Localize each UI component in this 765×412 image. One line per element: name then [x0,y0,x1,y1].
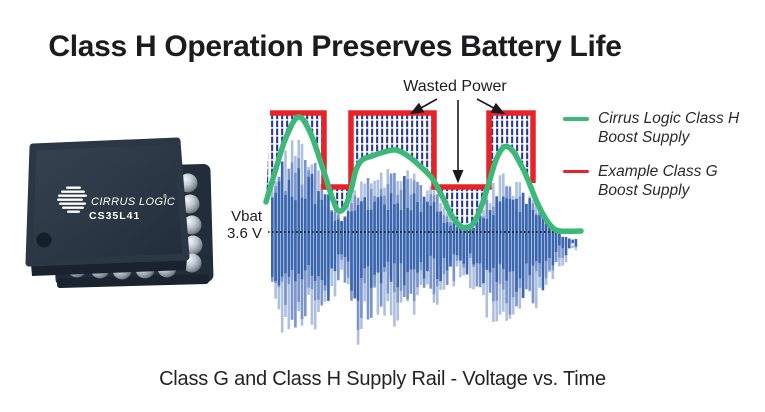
legend-label-class-h: Cirrus Logic Class H Boost Supply [598,110,739,148]
legend-label-class-h-line1: Cirrus Logic Class H [598,110,740,127]
chip-brand-text: CIRRUS LOGIC [91,196,175,208]
audio-waveform-layer-2 [271,161,578,301]
supply-rail-chart [263,98,584,345]
legend-swatch-class-g [563,169,589,174]
cirrus-logo-icon [57,186,87,213]
vbat-label: Vbat 3.6 V [190,208,262,243]
class-h-curve [263,114,584,235]
vbat-label-line2: 3.6 V [226,224,262,242]
chip-image: CIRRUS LOGIC ® CS35L41 [25,137,214,289]
legend-swatch-class-h [563,117,589,121]
chip-front: CIRRUS LOGIC ® CS35L41 [25,137,190,276]
chart-caption: Class G and Class H Supply Rail - Voltag… [159,368,606,390]
legend-label-class-h-line2: Boost Supply [598,128,690,146]
legend-label-class-g-line2: Boost Supply [598,181,690,199]
chip-reg-mark: ® [163,193,167,200]
wasted-power-arrow-2 [476,98,506,115]
pin1-dot [36,232,52,248]
legend-item-class-g: Example Class G Boost Supply [563,163,758,201]
legend-item-class-h: Cirrus Logic Class H Boost Supply [563,110,758,148]
legend-label-class-g: Example Class G Boost Supply [598,163,718,201]
page-title: Class H Operation Preserves Battery Life [48,30,622,63]
vbat-label-line1: Vbat [231,208,262,225]
chip-part-number: CS35L41 [89,210,140,222]
chart-legend: Cirrus Logic Class H Boost Supply Exampl… [563,110,758,216]
wasted-power-arrow-0 [409,98,438,115]
legend-label-class-g-line1: Example Class G [598,162,718,180]
wasted-power-label: Wasted Power [403,78,507,95]
